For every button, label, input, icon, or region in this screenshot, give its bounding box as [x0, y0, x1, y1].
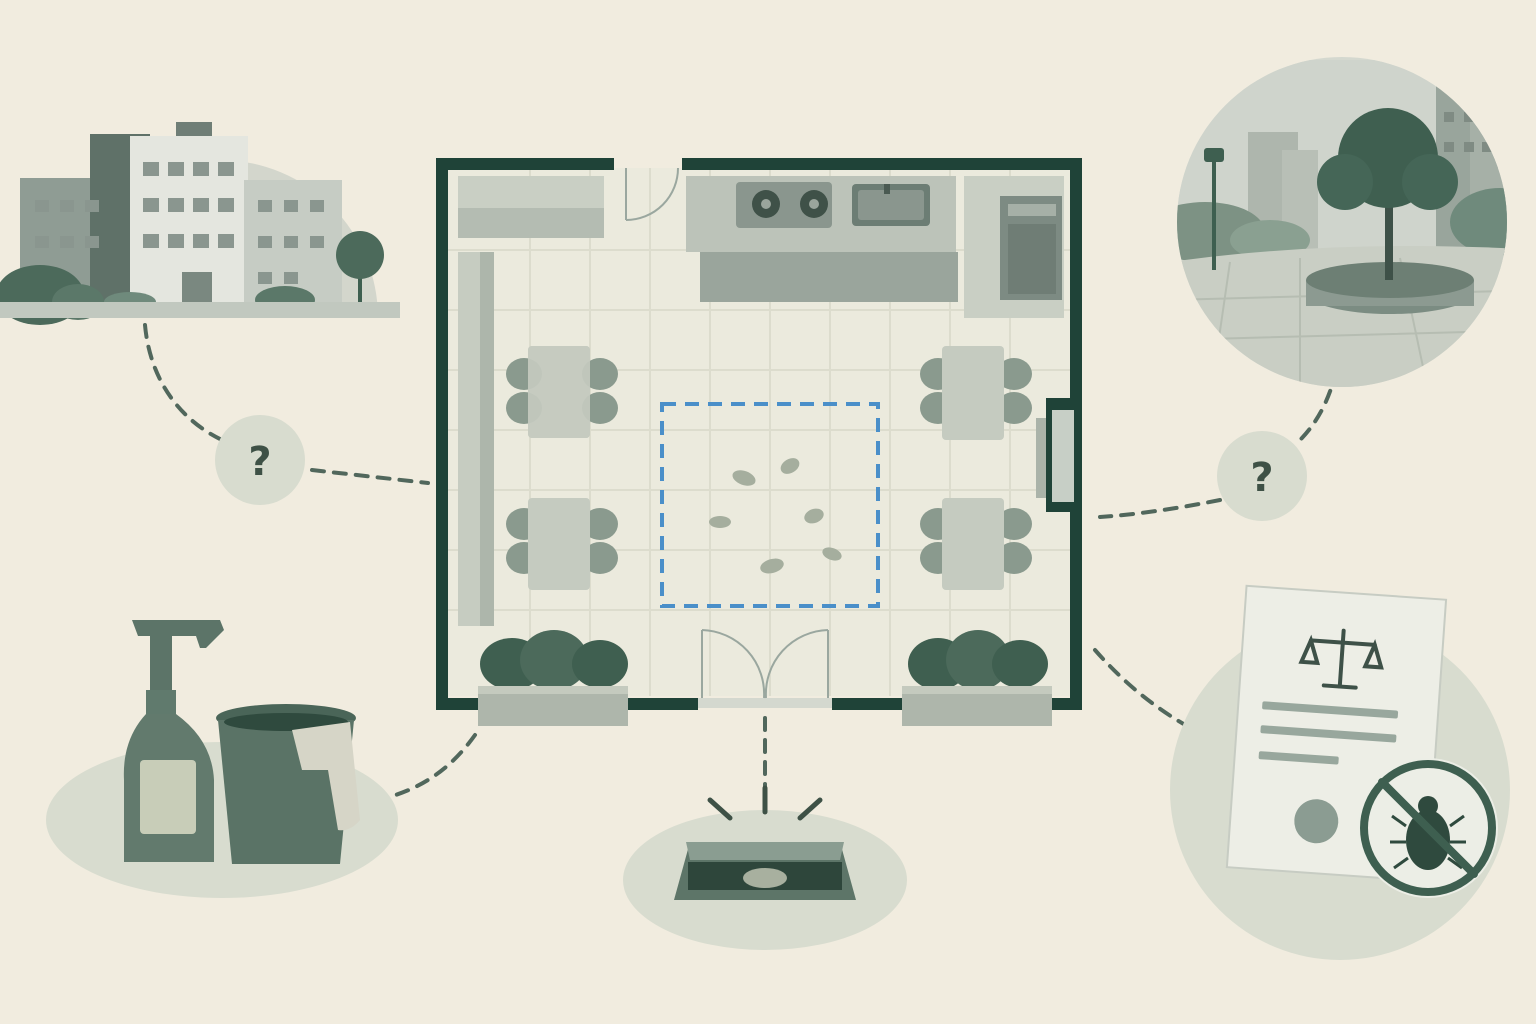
dining-table-2 — [506, 498, 618, 590]
right-window — [1036, 398, 1080, 512]
kitchen-counter — [686, 176, 958, 302]
dining-table-1 — [506, 346, 618, 438]
front-doors — [698, 629, 832, 708]
scales-of-justice-icon — [1298, 628, 1384, 690]
connector-room-to-supplies — [376, 733, 477, 802]
cleaning-supplies-icon — [46, 620, 398, 898]
dining-table-3 — [920, 346, 1032, 440]
stove-burners — [752, 190, 828, 218]
question-mark-right: ? — [1250, 455, 1273, 501]
top-door — [625, 167, 679, 221]
question-bubble-left: ? — [215, 415, 305, 505]
no-pest-icon — [1358, 758, 1498, 898]
spray-bottle-icon — [123, 620, 224, 862]
office-building-icon — [0, 122, 400, 325]
planter-right — [902, 630, 1052, 726]
refrigerator — [964, 176, 1064, 318]
bucket-icon — [216, 704, 360, 864]
top-left-shelf — [458, 176, 604, 210]
city-park-icon — [1177, 57, 1507, 387]
question-mark-left: ? — [248, 439, 271, 485]
connector-question-to-room-right — [1098, 498, 1222, 519]
beetle-icon — [1390, 796, 1466, 870]
pest-trap-icon — [623, 785, 907, 950]
highlight-zone — [660, 402, 880, 608]
connector-building-to-question — [143, 323, 224, 442]
planter-left — [478, 630, 628, 726]
connector-question-to-room-left — [310, 468, 430, 485]
floor-plan — [436, 158, 1082, 726]
question-bubble-right: ? — [1217, 431, 1307, 521]
legal-document-icon — [1170, 584, 1510, 960]
droppings-marks — [709, 458, 842, 574]
dining-table-4 — [920, 498, 1032, 590]
